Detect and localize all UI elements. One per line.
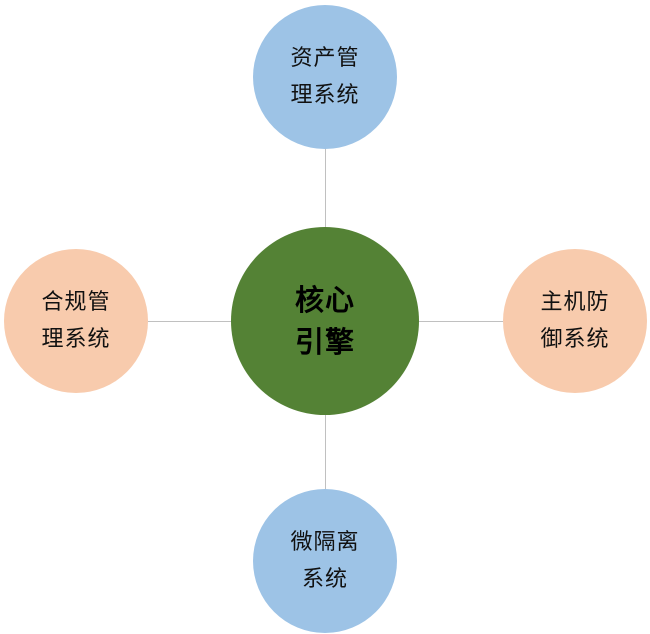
node-core-engine: 核心 引擎 [231, 227, 419, 415]
node-label: 御系统 [540, 327, 610, 352]
connector-bottom [325, 413, 326, 490]
node-label: 理系统 [41, 327, 111, 352]
node-label: 系统 [301, 567, 348, 592]
node-host-defense: 主机防 御系统 [503, 249, 647, 393]
connector-right [417, 321, 503, 322]
node-asset-management: 资产管 理系统 [253, 5, 397, 149]
center-label: 引擎 [294, 325, 355, 359]
node-label: 理系统 [290, 83, 360, 108]
node-micro-segmentation: 微隔离 系统 [253, 489, 397, 633]
node-label: 主机防 [540, 290, 610, 315]
center-label: 核心 [294, 283, 355, 317]
node-label: 微隔离 [290, 530, 360, 555]
node-compliance-management: 合规管 理系统 [4, 249, 148, 393]
node-label: 资产管 [290, 46, 360, 71]
connector-left [148, 321, 233, 322]
connector-top [325, 148, 326, 230]
node-label: 合规管 [41, 290, 111, 315]
